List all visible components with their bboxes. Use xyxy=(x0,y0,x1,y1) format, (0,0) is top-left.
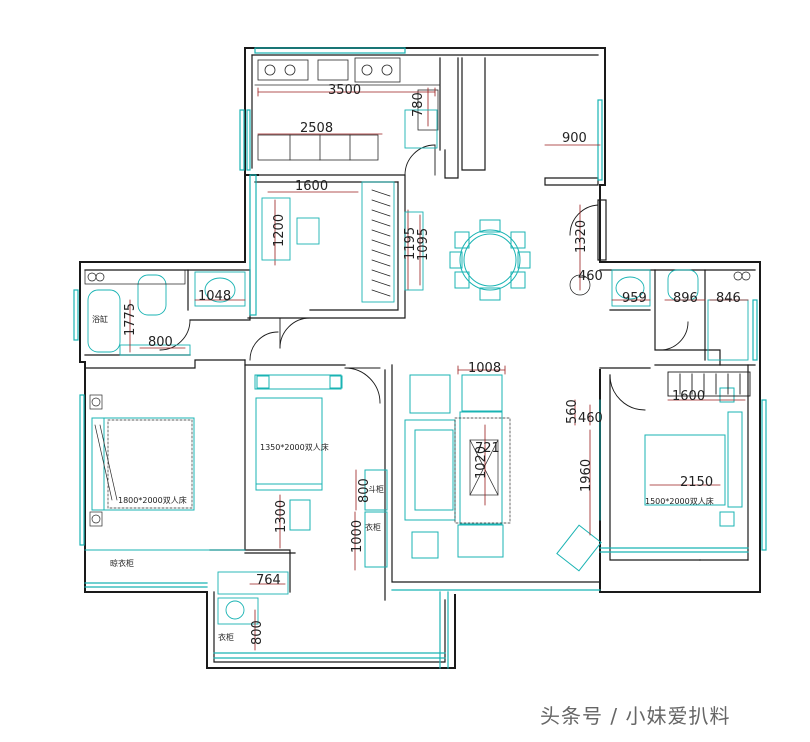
right-bedroom-dims xyxy=(649,399,746,486)
dim-bath-left-bottom: 800 xyxy=(148,335,173,350)
dim-sofa-table: 1008 xyxy=(468,361,501,376)
dim-balcony-764: 764 xyxy=(256,573,281,588)
windows xyxy=(73,47,767,669)
living-dims xyxy=(457,365,591,536)
watermark: 头条号 / 小妹爱扒料 xyxy=(540,704,731,728)
dim-hall-small: 460 xyxy=(578,269,603,284)
dim-cab-800: 800 xyxy=(357,478,372,503)
left-bath-dims xyxy=(129,299,246,353)
dim-right-560: 560 xyxy=(565,399,580,424)
label-bed-left: 1800*2000双人床 xyxy=(118,495,187,505)
dining-table xyxy=(449,219,531,301)
label-cabinet-small: 斗柜 xyxy=(368,484,384,494)
label-side-note: 晾衣柜 xyxy=(110,558,134,568)
wardrobe-hangers xyxy=(371,189,391,297)
dim-right-2150: 2150 xyxy=(680,475,713,490)
right-bedroom xyxy=(644,387,743,527)
dim-cab-1000: 1000 xyxy=(350,520,365,553)
label-wardrobe: 衣柜 xyxy=(365,522,381,532)
kitchen-dim-lines xyxy=(257,87,601,291)
left-bath-fixtures xyxy=(84,269,186,285)
dim-study-side: 1200 xyxy=(272,214,287,247)
dim-width-900: 900 xyxy=(562,131,587,146)
dim-bath-left: 1775 xyxy=(123,303,138,336)
outer-walls xyxy=(79,47,761,669)
dim-coffee-table: 1020 xyxy=(474,446,489,479)
balcony-dims xyxy=(249,583,286,651)
dim-wardrobe-b: 1095 xyxy=(416,228,431,261)
left-bedroom xyxy=(84,417,246,551)
label-side-note2: 衣柜 xyxy=(218,632,234,642)
dim-study-top: 1600 xyxy=(295,179,328,194)
dim-counter: 2508 xyxy=(300,121,333,136)
dim-right-1960: 1960 xyxy=(579,459,594,492)
dim-bath-right-a: 959 xyxy=(622,291,647,306)
middle-bedroom-dims xyxy=(279,469,357,571)
label-bed-middle: 1350*2000双人床 xyxy=(260,442,329,452)
dim-bath-basin: 1048 xyxy=(198,289,231,304)
dim-coffee-small: 721 xyxy=(475,441,500,456)
dim-kitchen-top: 3500 xyxy=(328,83,361,98)
coffee-table-pattern xyxy=(454,417,511,524)
dim-hall-side: 1320 xyxy=(574,220,589,253)
right-wardrobe xyxy=(667,371,751,397)
dim-right-460: 460 xyxy=(578,411,603,426)
dim-right-1600: 1600 xyxy=(672,389,705,404)
label-bathtub: 浴缸 xyxy=(92,314,108,324)
right-bath-fixtures xyxy=(569,271,751,296)
dim-kitchen-side: 780 xyxy=(411,92,426,117)
dim-bath-right-b: 896 xyxy=(673,291,698,306)
balcony xyxy=(217,571,289,625)
label-bed-right: 1500*2000双人床 xyxy=(645,496,714,506)
dim-balcony-800: 800 xyxy=(250,620,265,645)
left-bathroom xyxy=(87,271,246,356)
left-bed-pattern xyxy=(89,394,193,527)
doors xyxy=(159,144,689,411)
dim-wardrobe-a: 1195 xyxy=(403,227,418,260)
inner-walls xyxy=(84,54,756,663)
study-furniture xyxy=(261,109,438,303)
dim-bath-right-c: 846 xyxy=(716,291,741,306)
dim-desk-1300: 1300 xyxy=(274,500,289,533)
middle-bedroom xyxy=(254,374,388,568)
right-bathroom xyxy=(611,269,749,361)
